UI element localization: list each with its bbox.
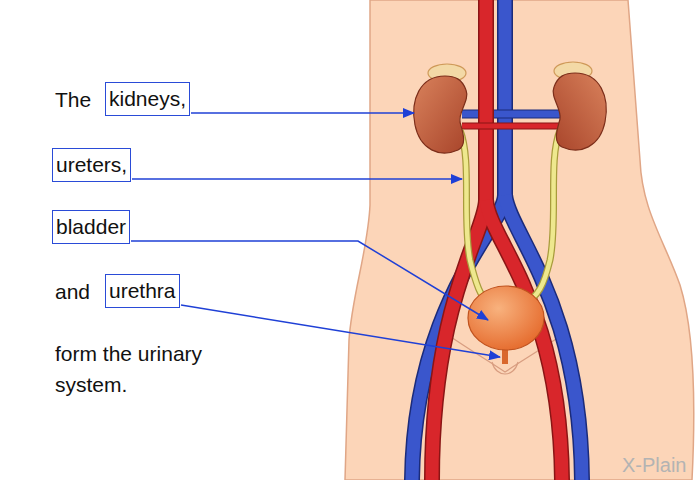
term-text: urethra <box>109 278 176 304</box>
leader-line <box>132 178 462 180</box>
ureter <box>460 130 560 306</box>
term-box: ureters, <box>52 148 131 182</box>
leader-line <box>131 241 488 320</box>
term-text: ureters, <box>56 152 127 178</box>
kidney <box>553 73 606 150</box>
term-box: urethra <box>105 274 180 308</box>
leader-line <box>191 112 414 114</box>
bladder-organ <box>468 286 544 350</box>
term-box: bladder <box>52 210 130 244</box>
sentence-text: form the urinary system. <box>55 338 260 400</box>
leader-line <box>181 305 500 357</box>
term-text: bladder <box>56 214 126 240</box>
watermark: X-Plain <box>622 452 686 478</box>
term-text: kidneys, <box>109 86 186 112</box>
sentence-text: The <box>55 87 91 113</box>
term-box: kidneys, <box>105 82 190 116</box>
sentence-text: and <box>55 279 90 305</box>
body-outline <box>345 0 694 480</box>
kidney <box>414 76 467 153</box>
